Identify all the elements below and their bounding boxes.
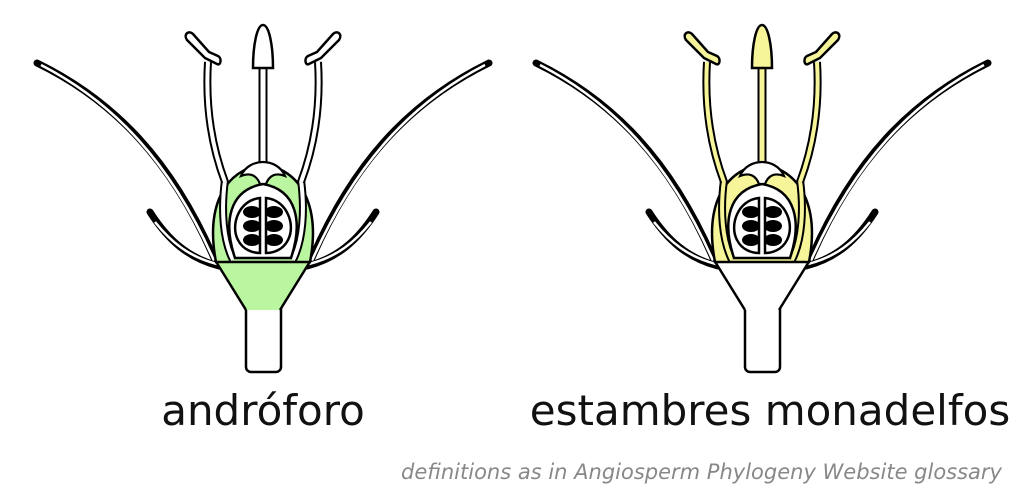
monadelphous-stamens-label: estambres monadelfos — [529, 386, 1011, 435]
source-caption: definitions as in Angiosperm Phylogeny W… — [401, 460, 1002, 484]
monadelphous-stamens-flower-illustration — [536, 25, 988, 372]
androphore-flower-illustration — [37, 25, 489, 372]
androphore-label: andróforo — [161, 386, 365, 435]
